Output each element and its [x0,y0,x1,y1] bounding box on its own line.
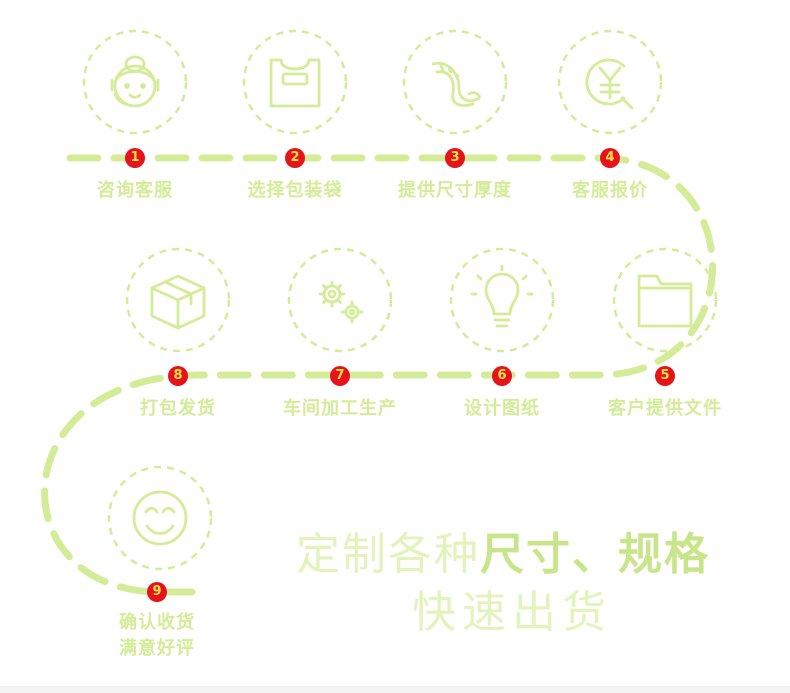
step-label-text: 车间加工生产 [283,398,397,419]
folder-icon [637,274,693,328]
step-label-text: 提供尺寸厚度 [398,180,512,201]
step-badge-3: 3 [445,148,465,168]
smiley-icon [132,490,188,546]
step-badge-2: 2 [285,148,305,168]
step-label-6: 设计图纸 [464,394,540,420]
step-label-text: 客户提供文件 [608,398,722,419]
step-circle-8 [125,247,231,353]
step-label-text: 选择包装袋 [247,180,343,201]
step-label-text-2: 满意好评 [119,638,195,659]
step-label-5: 客户提供文件 [608,394,722,420]
step-label-2: 选择包装袋 [248,176,343,202]
gears-icon [318,280,364,324]
step-badge-9: 9 [147,582,167,602]
step-label-7: 车间加工生产 [283,394,397,420]
slogan-bold-text: 尺寸、规格 [480,529,710,580]
step-circle-1 [82,29,188,135]
lightbulb-icon [470,264,534,328]
step-label-1: 咨询客服 [97,176,173,202]
yuan-price-icon [585,58,634,110]
step-label-9: 确认收货满意好评 [119,610,195,662]
step-circle-4 [557,29,663,135]
box-icon [150,274,206,330]
step-label-text: 客服报价 [572,180,648,201]
slogan-line-1: 定制各种尺寸、规格 [296,518,710,582]
bag-icon [269,58,321,108]
step-circle-9 [107,465,213,571]
step-circle-3 [402,29,508,135]
slogan-light-text: 定制各种 [296,529,480,580]
step-circle-5 [612,247,718,353]
step-circle-6 [449,247,555,353]
step-label-4: 客服报价 [572,176,648,202]
step-badge-1: 1 [125,148,145,168]
step-label-8: 打包发货 [140,394,216,420]
step-label-text: 确认收货 [119,612,195,633]
customer-service-icon [110,55,160,108]
step-badge-4: 4 [600,148,620,168]
bottom-strip [0,686,790,693]
step-badge-6: 6 [492,366,512,386]
step-badge-8: 8 [168,366,188,386]
step-badge-7: 7 [330,366,350,386]
step-circle-7 [287,247,393,353]
step-label-text: 咨询客服 [97,180,173,201]
measure-icon [431,61,481,107]
step-circle-2 [242,29,348,135]
step-label-text: 打包发货 [140,398,216,419]
step-badge-5: 5 [655,366,675,386]
slogan-line-2: 快速出货 [412,587,612,638]
flow-path [41,154,716,596]
step-label-3: 提供尺寸厚度 [398,176,512,202]
step-label-text: 设计图纸 [464,398,540,419]
